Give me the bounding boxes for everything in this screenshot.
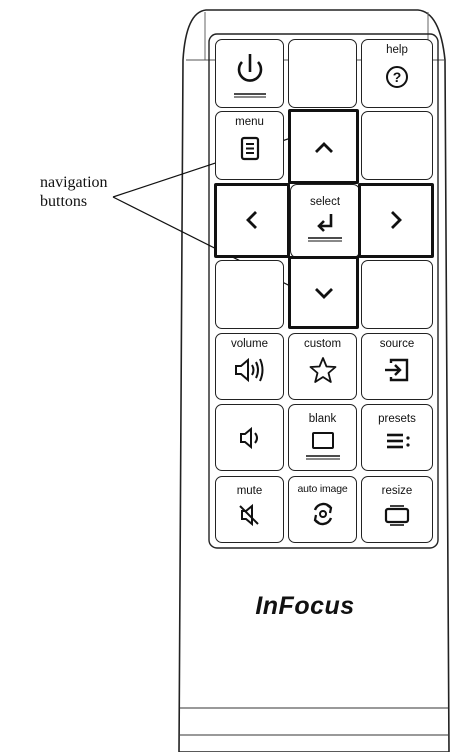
power-icon bbox=[233, 54, 266, 98]
menu-button[interactable]: menu bbox=[215, 111, 284, 180]
menu-label: menu bbox=[235, 116, 264, 128]
resize-button[interactable]: resize bbox=[361, 476, 433, 543]
help-button[interactable]: help ? bbox=[361, 39, 433, 108]
enter-arrow-icon bbox=[308, 214, 342, 242]
source-button[interactable]: source bbox=[361, 333, 433, 400]
help-label: help bbox=[386, 44, 408, 56]
chevron-left-icon bbox=[246, 211, 257, 229]
chevron-up-icon bbox=[314, 142, 333, 153]
brand-logo: InFocus bbox=[255, 592, 355, 620]
callout-line-2-text: buttons bbox=[40, 193, 88, 210]
left-button[interactable] bbox=[214, 183, 290, 258]
volume-label: volume bbox=[230, 338, 269, 350]
speaker-quiet-icon bbox=[239, 426, 258, 449]
volume-down-button[interactable] bbox=[215, 404, 284, 471]
speaker-loud-icon bbox=[234, 357, 263, 383]
menu-list-icon bbox=[240, 136, 259, 161]
mute-button[interactable]: mute bbox=[215, 476, 284, 543]
volume-button[interactable]: volume bbox=[215, 333, 284, 400]
custom-button[interactable]: custom bbox=[288, 333, 357, 400]
power-button[interactable] bbox=[215, 39, 284, 108]
callout-line-1-text: navigation bbox=[40, 174, 108, 191]
resize-label: resize bbox=[381, 485, 413, 497]
chevron-right-icon bbox=[391, 211, 402, 229]
svg-text:?: ? bbox=[393, 69, 402, 85]
unlabeled-button-right-lower[interactable] bbox=[361, 260, 433, 329]
presets-list-icon bbox=[387, 433, 410, 449]
source-label: source bbox=[379, 338, 415, 350]
right-button[interactable] bbox=[358, 183, 434, 258]
auto-image-label: auto image bbox=[297, 483, 348, 495]
down-button[interactable] bbox=[288, 256, 359, 329]
auto-image-icon bbox=[313, 502, 332, 526]
unlabeled-button-right-upper[interactable] bbox=[361, 111, 433, 180]
unlabeled-button-top[interactable] bbox=[288, 39, 357, 108]
presets-button[interactable]: presets bbox=[361, 404, 433, 471]
custom-label: custom bbox=[303, 338, 342, 350]
star-icon bbox=[309, 357, 336, 383]
unlabeled-button-left-lower[interactable] bbox=[215, 260, 284, 329]
up-button[interactable] bbox=[288, 109, 359, 184]
select-button[interactable]: select bbox=[290, 184, 360, 258]
mute-label: mute bbox=[236, 485, 263, 497]
blank-button[interactable]: blank bbox=[288, 404, 357, 471]
navigation-buttons-callout: navigation buttons bbox=[40, 173, 160, 211]
blank-label: blank bbox=[308, 413, 337, 425]
question-circle-icon: ? bbox=[386, 66, 408, 88]
select-label: select bbox=[309, 196, 341, 208]
presets-label: presets bbox=[378, 413, 416, 425]
source-input-icon bbox=[385, 358, 409, 382]
auto-image-button[interactable]: auto image bbox=[288, 476, 357, 543]
chevron-down-icon bbox=[314, 288, 333, 299]
blank-screen-icon bbox=[305, 432, 340, 460]
resize-icon bbox=[384, 505, 410, 526]
speaker-mute-icon bbox=[238, 503, 259, 527]
